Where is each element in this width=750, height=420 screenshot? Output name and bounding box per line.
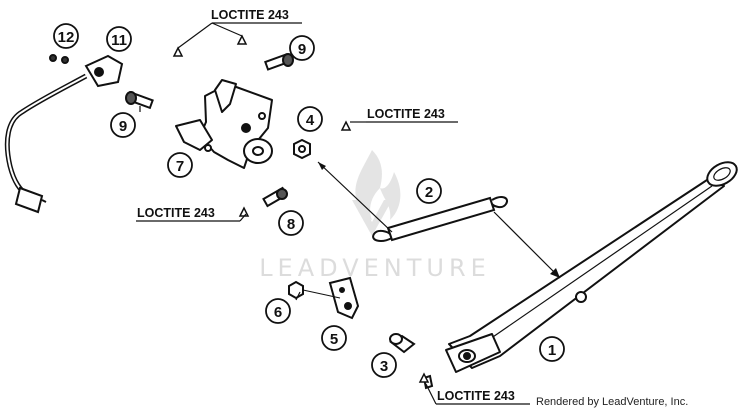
callout-number: 12 — [58, 29, 75, 46]
leader-lines — [136, 22, 561, 405]
credit-text: Rendered by LeadVenture, Inc. — [536, 396, 689, 408]
callout-3: 3 — [371, 352, 397, 378]
callout-6: 6 — [265, 298, 291, 324]
loctite-label-bottom: LOCTITE 243 — [437, 389, 515, 403]
callout-2: 2 — [416, 178, 442, 204]
callout-number: 5 — [330, 331, 338, 348]
loctite-label-left: LOCTITE 243 — [137, 206, 215, 220]
screw-part-9-upper — [264, 53, 294, 71]
callout-number: 1 — [548, 342, 556, 359]
callout-12: 12 — [53, 23, 79, 49]
small-nuts-part-12 — [49, 54, 69, 64]
screw-part-8 — [262, 186, 288, 208]
callout-4: 4 — [297, 106, 323, 132]
watermark-text: LEADVENTURE — [259, 254, 491, 282]
callout-number: 9 — [119, 118, 127, 135]
callout-1: 1 — [539, 336, 565, 362]
callout-11: 11 — [106, 26, 132, 52]
callout-number: 6 — [274, 304, 282, 321]
callout-7: 7 — [167, 152, 193, 178]
flame-logo-icon — [352, 150, 401, 236]
nut-part-4 — [293, 138, 311, 160]
callout-number: 11 — [111, 32, 127, 49]
callout-9-upper: 9 — [289, 35, 315, 61]
loctite-label-right: LOCTITE 243 — [367, 107, 445, 121]
callout-number: 8 — [287, 216, 295, 233]
loctite-label-top: LOCTITE 243 — [211, 8, 289, 22]
switch-assembly-part — [175, 79, 273, 169]
callout-number: 3 — [380, 358, 388, 375]
callout-number: 2 — [425, 184, 433, 201]
leadventure-watermark: LEADVENTURE — [259, 150, 491, 282]
screw-part-9-lower — [125, 90, 154, 110]
sensor-cable-part — [4, 54, 124, 214]
callout-number: 7 — [176, 158, 184, 175]
callout-9-lower: 9 — [110, 112, 136, 138]
bracket-plate-part — [328, 276, 360, 320]
callout-number: 9 — [298, 41, 306, 58]
callout-5: 5 — [321, 325, 347, 351]
callout-number: 4 — [306, 112, 315, 129]
callout-8: 8 — [278, 210, 304, 236]
spring-part — [372, 196, 508, 242]
arrow-heads — [318, 162, 560, 278]
side-stand-part — [445, 161, 738, 373]
